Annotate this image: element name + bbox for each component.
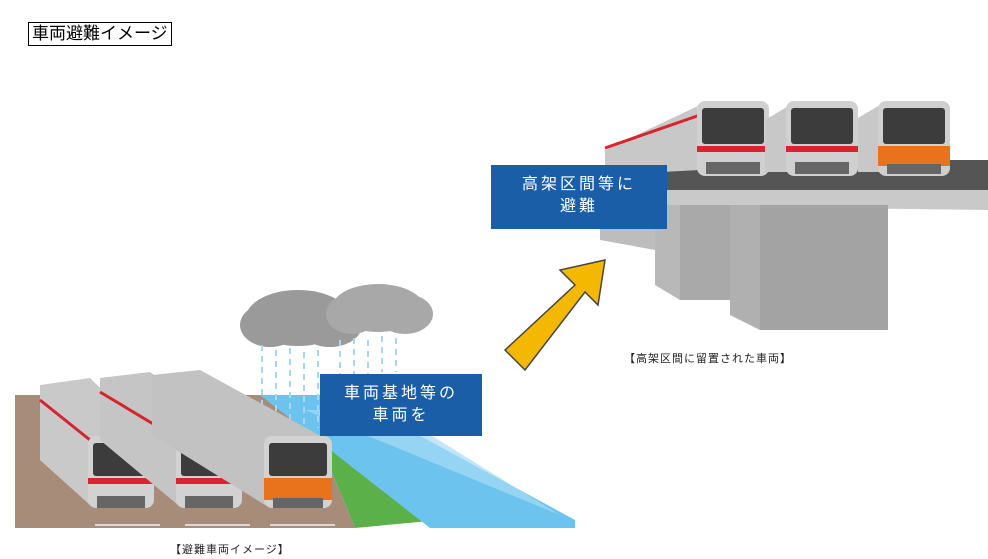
viaduct-train-3 [858,101,950,176]
evacuation-arrow [505,260,605,370]
depot-scene [15,284,575,528]
evacuation-caption: 【避難車両イメージ】 [170,541,290,557]
viaduct-pier-front-face [760,205,888,330]
viaduct-pier-mid-face [680,205,730,300]
elevated-caption: 【高架区間に留置された車両】 [624,350,792,366]
rain-cloud-2 [326,284,433,334]
depot-vehicles-label: 車両基地等の 車両を [320,374,482,436]
viaduct-train-2 [765,101,858,176]
elevated-evacuation-label: 高架区間等に 避難 [491,165,667,229]
